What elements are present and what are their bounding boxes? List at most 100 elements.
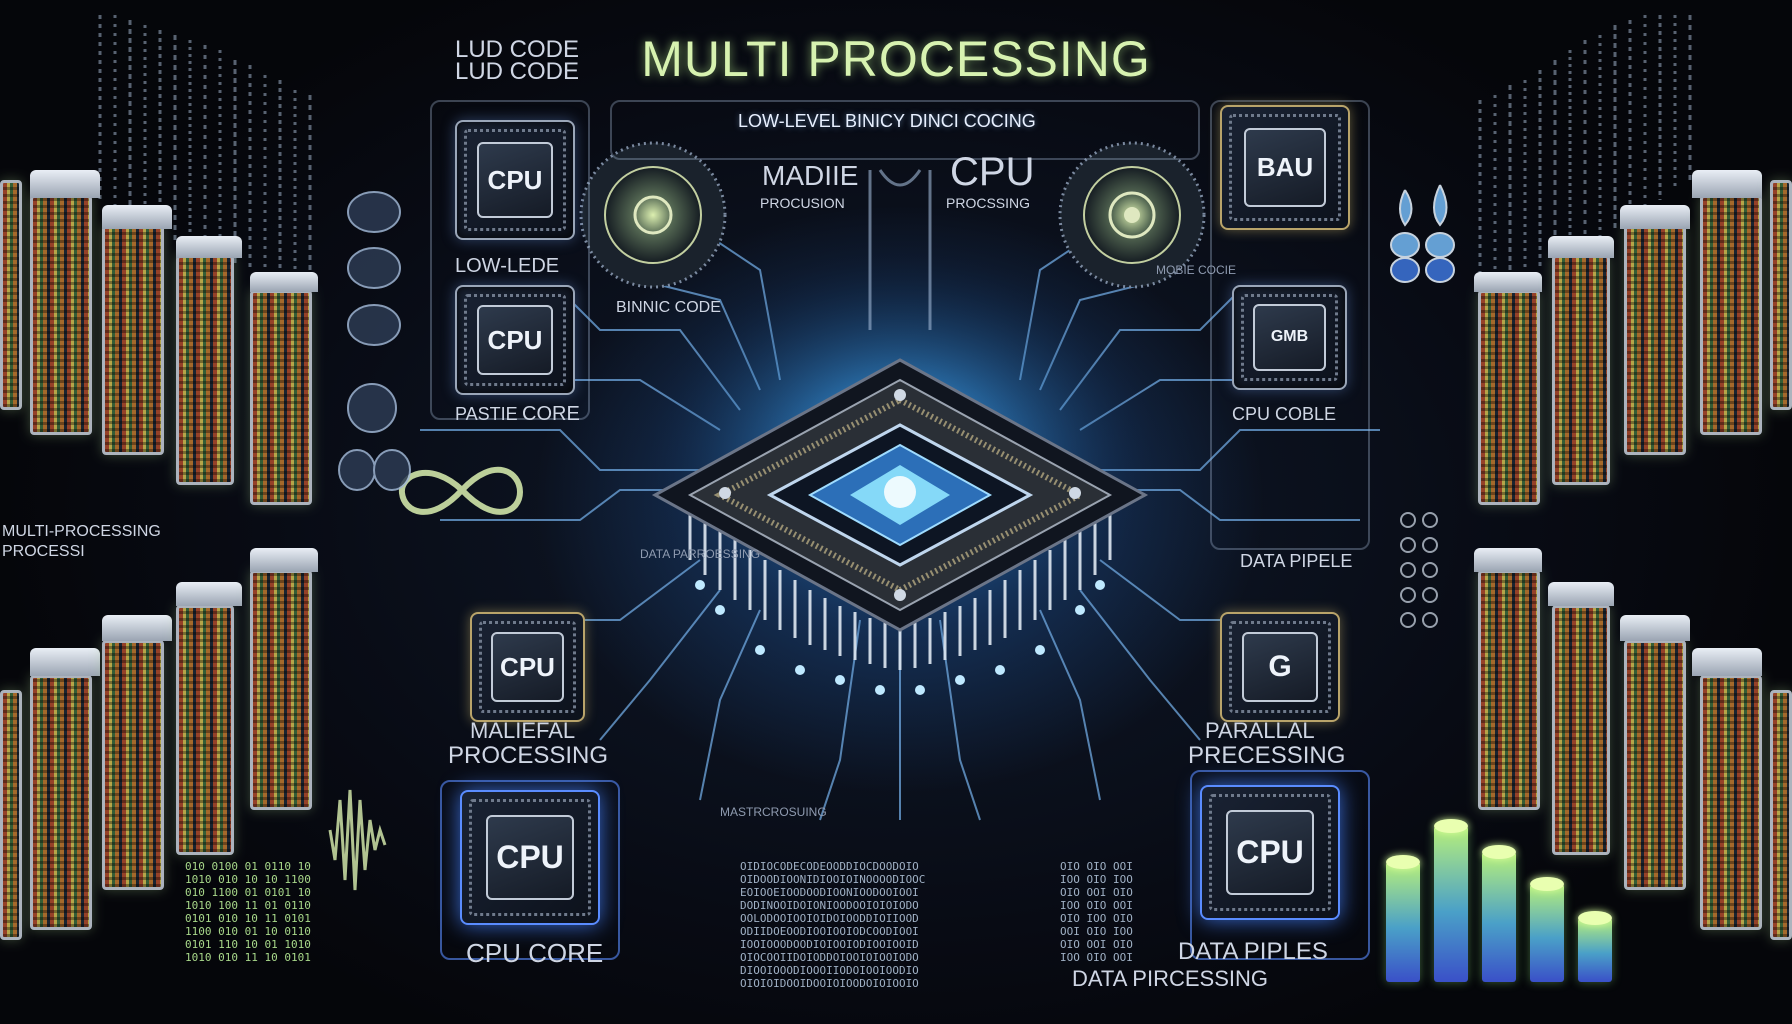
server-rack-icon <box>176 255 234 485</box>
center-left-subheading: PROCUSION <box>760 195 845 211</box>
central-cpu-chip <box>651 358 1149 670</box>
cpu-chip-label: CPU <box>485 814 575 901</box>
server-rack-icon <box>1478 570 1540 810</box>
cpu-chip-label: CPU <box>1225 809 1315 896</box>
circuit-nodes <box>695 580 1105 695</box>
left-code-block: 010 0100 01 0110 10 1010 010 10 10 1100 … <box>185 860 311 964</box>
cpu-chip-label: CPU <box>477 142 553 218</box>
server-rack-icon <box>0 690 22 940</box>
data-parroessing-label: DATA PARROESSING <box>640 547 761 561</box>
server-rack-icon <box>176 605 234 855</box>
core-label-left: CORE <box>522 403 580 425</box>
server-rack-cap <box>1692 648 1762 676</box>
parallal-label: PARALLAL <box>1205 718 1315 743</box>
server-rack-icon <box>102 640 164 890</box>
server-rack-cap <box>176 582 242 606</box>
data-pircessing-label: DATA PIRCESSING <box>1072 966 1269 991</box>
right-mid-chip-label: GMB <box>1253 304 1326 371</box>
subtitle-banner <box>610 100 1200 160</box>
bar-top <box>1530 877 1564 891</box>
server-rack-icon <box>1700 195 1762 435</box>
cpu-chip-icon: G <box>1220 612 1340 722</box>
bar-top <box>1482 845 1516 859</box>
infinity-icon <box>399 466 524 515</box>
center-right-heading: CPU <box>950 150 1035 194</box>
cpu-coble-label: CPU COBLE <box>1232 404 1337 424</box>
cpu-chip-label: CPU <box>491 632 564 702</box>
left-oval-icons <box>338 191 411 491</box>
server-rack-cap <box>30 648 100 676</box>
subtitle: LOW-LEVEL BINICY DINCI COCING <box>738 111 1036 131</box>
left-upper-panel <box>430 100 590 420</box>
server-rack-icon <box>250 570 312 810</box>
cpu-chip-icon: CPU <box>455 285 575 395</box>
server-rack-cap <box>1620 615 1690 641</box>
server-rack-cap <box>30 170 100 198</box>
disc-left <box>579 141 727 289</box>
signal-wave <box>328 789 387 891</box>
mobie-cocie-label: MOBIE COCIE <box>1156 263 1237 277</box>
data-piples-label: DATA PIPLES <box>1178 938 1328 965</box>
server-rack-cap <box>176 236 242 258</box>
precessing-label-right: PRECESSING <box>1188 742 1346 769</box>
right-dot-matrix <box>1400 512 1438 628</box>
server-rack-icon <box>1624 640 1686 890</box>
right-code-block: OIO OIO OOI IOO OIO IOO OIO OOI OIO IOO … <box>1060 860 1133 964</box>
bar <box>1482 852 1516 982</box>
server-rack-cap <box>1548 236 1614 258</box>
side-label-2: PROCESSI <box>2 543 85 560</box>
low-lede-label: LOW-LEDE <box>455 255 560 277</box>
droplet-icon <box>1390 184 1455 283</box>
maliefal-label: MALIEFAL <box>470 718 576 743</box>
right-bottom-panel <box>1190 770 1370 960</box>
right-code-columns <box>1478 15 1692 290</box>
bar-top <box>1386 855 1420 869</box>
server-rack-cap <box>1548 582 1614 606</box>
server-rack-cap <box>1620 205 1690 229</box>
bar <box>1386 862 1420 982</box>
cpu-chip-label: CPU <box>477 305 553 375</box>
right-upper-panel <box>1210 100 1370 550</box>
code-label-bottom: LUD CODE <box>455 58 580 85</box>
binary-code-label: BINNIC CODE <box>616 299 721 316</box>
cpu-chip-icon: BAU <box>1220 105 1350 230</box>
bar <box>1434 826 1468 982</box>
processing-label-left: PROCESSING <box>448 742 609 769</box>
server-rack-icon <box>0 180 22 410</box>
server-rack-icon <box>250 290 312 505</box>
cpu-chip-icon: CPU <box>1200 785 1340 920</box>
server-rack-cap <box>1474 548 1542 572</box>
left-code-columns <box>98 15 312 290</box>
server-rack-cap <box>250 272 318 292</box>
code-label-top: LUD CODE <box>455 36 580 63</box>
core-prefix-label: PASTIE <box>455 404 518 424</box>
server-rack-cap <box>102 615 172 641</box>
server-rack-icon <box>1700 675 1762 930</box>
mastrcrosuing-label: MASTRCROSUING <box>720 805 827 819</box>
cpu-chip-icon: GMB <box>1232 285 1347 390</box>
bar-top <box>1578 911 1612 925</box>
page-title: MULTI PROCESSING <box>641 31 1151 87</box>
server-rack-cap <box>250 548 318 572</box>
server-rack-icon <box>30 195 92 435</box>
server-rack-icon <box>1770 180 1792 410</box>
server-rack-icon <box>1770 690 1792 940</box>
bar <box>1530 884 1564 982</box>
server-rack-icon <box>1552 605 1610 855</box>
cpu-core-bottom-label: CPU CORE <box>466 938 604 968</box>
center-right-subheading: PROCSSING <box>946 195 1031 211</box>
server-rack-icon <box>1478 290 1540 505</box>
server-rack-icon <box>30 675 92 930</box>
cpu-chip-icon: CPU <box>470 612 585 722</box>
server-rack-icon <box>1624 225 1686 455</box>
disc-right <box>1058 141 1206 289</box>
server-rack-icon <box>1552 255 1610 485</box>
center-left-heading: MADIIE <box>762 160 859 191</box>
side-label-1: MULTI-PROCESSING <box>2 523 161 540</box>
server-rack-cap <box>1474 272 1542 292</box>
bar-top <box>1434 819 1468 833</box>
binary-code-block: OIDIOCODECODEOODDIOCDOODOIO OIDOODIOONID… <box>740 860 926 990</box>
bar <box>1578 918 1612 982</box>
